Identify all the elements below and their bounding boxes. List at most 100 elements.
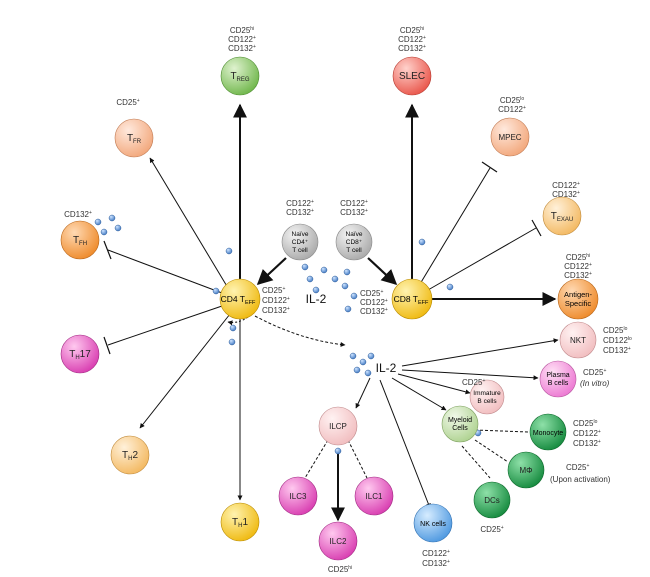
- edge-myeloid-monocyte: [474, 429, 529, 433]
- th17-cell: TH17: [60, 334, 100, 374]
- ilcp-cell: ILCP: [318, 406, 358, 446]
- antigen-specific-cell: Antigen- Specific CD25hi CD122+ CD132+: [557, 253, 599, 320]
- cd8-teff-cell: CD8 TEFF CD25+ CD122+ CD132+: [360, 278, 433, 320]
- cd8-teff-marker-3: CD132+: [360, 307, 388, 316]
- immature-b-cell: Immature B cells CD25+: [462, 378, 505, 415]
- th1-label: TH1: [232, 517, 248, 529]
- naive-cd8-line-1: Naïve: [346, 231, 363, 238]
- cd4-teff-marker-1: CD25+: [262, 286, 285, 295]
- edge-cd4-th2: [139, 313, 231, 429]
- edge-il2-nk: [379, 379, 431, 509]
- edge-il2-plasma: [401, 369, 539, 381]
- nkt-label: NKT: [570, 336, 586, 345]
- plasma-line-1: Plasma: [546, 372, 569, 379]
- naive-cd4-marker-1: CD122+: [286, 199, 314, 208]
- ilc2-marker-1: CD25hi: [328, 565, 352, 574]
- texau-cell: TEXAU CD122+ CD132+: [542, 181, 582, 236]
- antigen-marker-2: CD122+: [564, 262, 592, 271]
- edge-cd4-th17: [107, 305, 223, 346]
- nk-marker-2: CD132+: [422, 559, 450, 568]
- treg-marker-3: CD132+: [228, 44, 256, 53]
- th2-label: TH2: [122, 450, 138, 462]
- th17-label: TH17: [69, 349, 91, 361]
- th2-cell: TH2: [110, 435, 150, 475]
- tfh-inhibit-bar: [103, 240, 112, 260]
- monocyte-marker-3: CD132+: [573, 439, 601, 448]
- monocyte-marker-2: CD122+: [573, 429, 601, 438]
- th1-cell: TH1: [220, 502, 260, 542]
- naive-cd4-line-1: Naïve: [292, 231, 309, 238]
- edge-cd8-mpec: [419, 167, 491, 285]
- il2-label-upper: IL-2: [306, 292, 327, 306]
- ilc3-label: ILC3: [290, 492, 307, 501]
- edge-naivecd8-cd8: [367, 257, 398, 286]
- tfh-marker-1: CD132+: [64, 210, 92, 219]
- monocyte-cell: Monocyte CD25lo CD122+ CD132+: [529, 413, 601, 451]
- mpec-marker-1: CD25lo: [500, 96, 525, 105]
- dcs-cell: DCs CD25+: [473, 481, 511, 534]
- naive-cd8-marker-2: CD132+: [340, 208, 368, 217]
- plasma-marker-1: CD25+: [583, 368, 606, 377]
- myeloid-line-1: Myeloid: [448, 417, 472, 424]
- antigen-marker-3: CD132+: [564, 271, 592, 280]
- nkt-cell: NKT CD25lo CD122lo CD132+: [559, 321, 632, 359]
- texau-marker-2: CD132+: [552, 190, 580, 199]
- cd4-teff-cell: CD4 TEFF CD25+ CD122+ CD132+: [219, 278, 290, 320]
- naive-cd4-line-3: T cell: [292, 247, 308, 254]
- naive-cd4-marker-2: CD132+: [286, 208, 314, 217]
- il2-label-lower: IL-2: [376, 361, 397, 375]
- edge-cd4-il2-dashed: [254, 315, 346, 347]
- myeloid-cell: Myeloid Cells: [441, 405, 479, 443]
- mpec-marker-2: CD122+: [498, 105, 526, 114]
- tfr-cell: TFR CD25+: [114, 98, 154, 158]
- edge-ilcp-ilc3: [304, 439, 329, 479]
- edge-cd4-tfr: [149, 157, 229, 289]
- edge-il2-nkt: [401, 338, 559, 367]
- edge-myeloid-mphi: [474, 439, 509, 463]
- mphi-marker-1: CD25+: [566, 463, 589, 472]
- texau-inhibit-bar: [531, 219, 542, 237]
- slec-label: SLEC: [399, 71, 425, 82]
- edge-il2-myeloid: [391, 377, 447, 411]
- tfh-cell: TFH CD132+: [60, 210, 100, 260]
- nkt-marker-3: CD132+: [603, 346, 631, 355]
- slec-marker-3: CD132+: [398, 44, 426, 53]
- slec-marker-1: CD25hi: [400, 26, 424, 35]
- antigen-line-1: Antigen-: [564, 290, 592, 299]
- naive-cd8-marker-1: CD122+: [340, 199, 368, 208]
- nkt-marker-1: CD25lo: [603, 326, 628, 335]
- naive-cd8-line-3: T cell: [346, 247, 362, 254]
- macrophage-cell: MΦ CD25+ (Upon activation): [507, 451, 611, 489]
- th17-inhibit-bar: [103, 336, 111, 355]
- dcs-marker-1: CD25+: [480, 525, 503, 534]
- nk-marker-1: CD122+: [422, 549, 450, 558]
- cd8-teff-marker-1: CD25+: [360, 289, 383, 298]
- mphi-label: MΦ: [519, 466, 532, 475]
- mphi-marker-2: (Upon activation): [550, 475, 611, 484]
- cd4-teff-label: CD4 TEFF: [221, 294, 256, 306]
- ilc1-label: ILC1: [366, 492, 383, 501]
- texau-marker-1: CD122+: [552, 181, 580, 190]
- naive-cd4-cell: Naïve CD4⁺ T cell CD122+ CD132+: [281, 199, 319, 261]
- plasma-line-2: B cells: [548, 380, 569, 387]
- ilc3-cell: ILC3: [278, 476, 318, 516]
- tfr-label: TFR: [127, 133, 142, 145]
- mpec-label: MPEC: [498, 133, 521, 142]
- edge-il2-immb: [397, 373, 471, 395]
- naive-cd8-line-2: CD8⁺: [346, 239, 362, 246]
- tfr-marker-1: CD25+: [116, 98, 139, 107]
- ilc2-label: ILC2: [330, 537, 347, 546]
- slec-marker-2: CD122+: [398, 35, 426, 44]
- edge-cd8-texau: [427, 227, 537, 291]
- nkt-marker-2: CD122lo: [603, 336, 632, 345]
- myeloid-line-2: Cells: [452, 425, 468, 432]
- edge-ilcp-ilc1: [347, 439, 368, 479]
- ilc1-cell: ILC1: [354, 476, 394, 516]
- immb-line-2: B cells: [477, 398, 497, 405]
- treg-marker-1: CD25hi: [230, 26, 254, 35]
- naive-cd4-line-2: CD4⁺: [292, 239, 308, 246]
- monocyte-label: Monocyte: [533, 430, 563, 437]
- edge-naivecd4-cd4: [256, 257, 287, 286]
- immb-marker-1: CD25+: [462, 378, 485, 387]
